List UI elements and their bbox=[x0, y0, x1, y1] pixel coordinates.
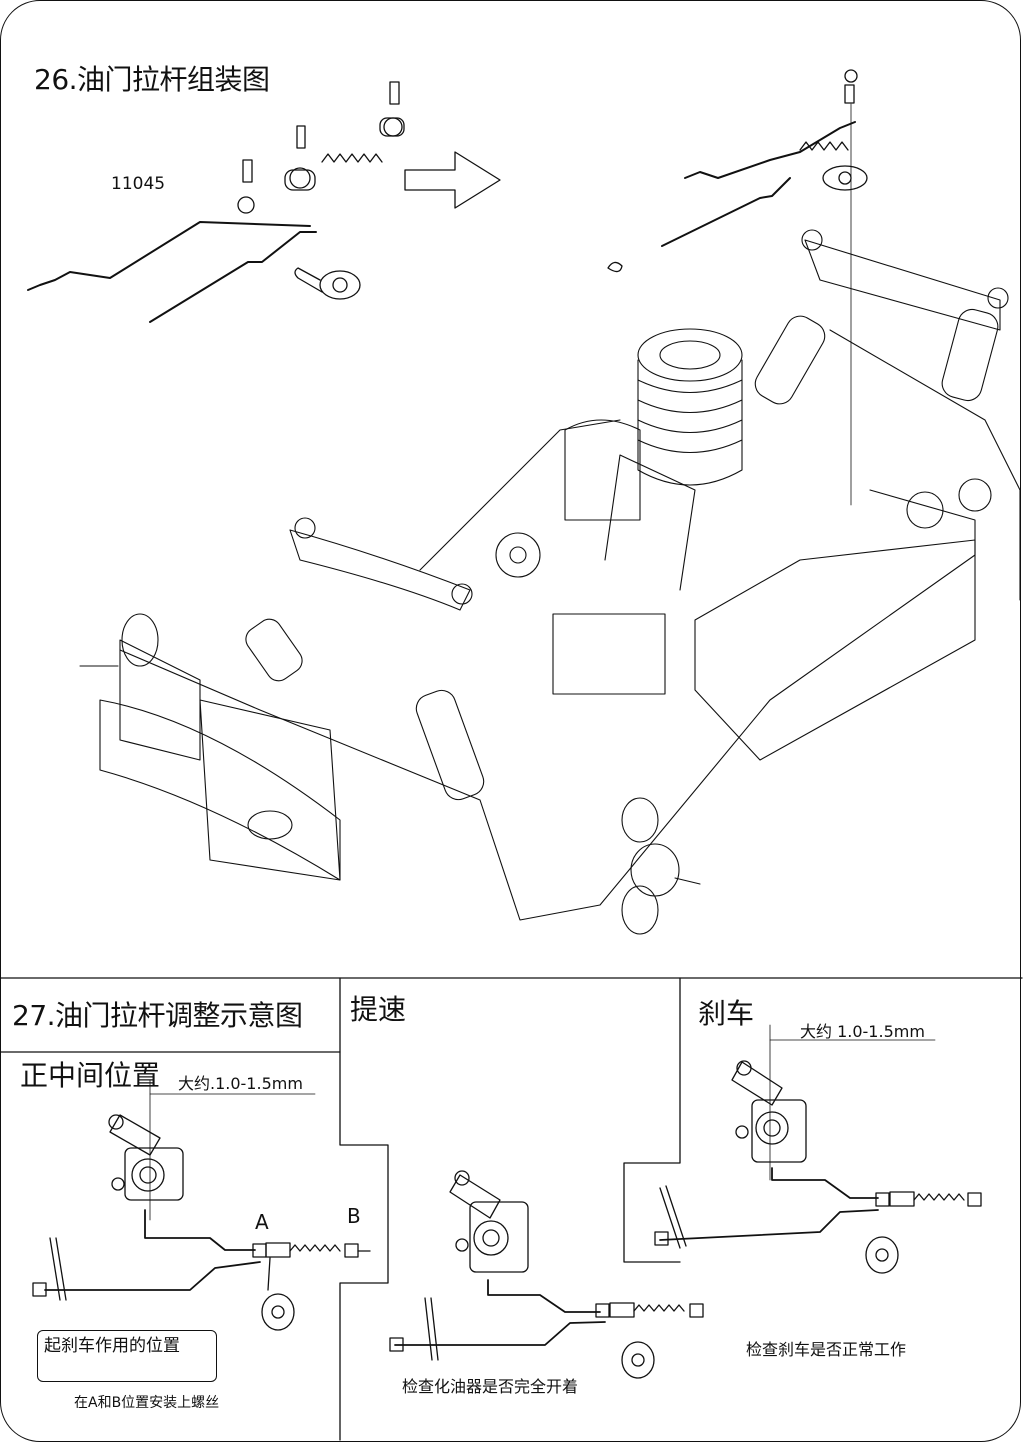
collar-1 bbox=[237, 196, 255, 214]
exploded-linkage bbox=[27, 69, 868, 506]
step26-title: 26.油门拉杆组装图 bbox=[34, 63, 270, 96]
panel-speed-drawing bbox=[389, 1170, 704, 1379]
horn-center bbox=[261, 1293, 295, 1331]
brake-position-label: 起刹车作用的位置 bbox=[44, 1336, 180, 1356]
spring-brake bbox=[913, 1193, 965, 1201]
rear-shock-tower bbox=[804, 239, 1001, 331]
fuel-tank bbox=[564, 419, 641, 521]
step27-title: 27.油门拉杆调整示意图 bbox=[12, 999, 303, 1032]
panel-center-gap: 大约.1.0-1.5mm bbox=[178, 1074, 303, 1093]
collar-2 bbox=[383, 117, 403, 137]
label-a: A bbox=[255, 1210, 269, 1234]
panel-brake-note: 检查刹车是否正常工作 bbox=[746, 1340, 907, 1359]
set-screw-3 bbox=[389, 81, 400, 105]
panel-speed-title: 提速 bbox=[350, 993, 407, 1026]
set-screw-2 bbox=[296, 125, 306, 149]
screw-note: 在A和B位置安装上螺丝 bbox=[74, 1395, 220, 1411]
brake-position-box bbox=[37, 1330, 217, 1382]
carburetor-3 bbox=[751, 1099, 807, 1163]
horn-speed bbox=[621, 1341, 655, 1379]
battery-box bbox=[694, 539, 976, 761]
spring-exploded bbox=[321, 153, 383, 163]
label-b: B bbox=[347, 1204, 361, 1228]
pivot-1 bbox=[289, 167, 311, 189]
panel-brake-title: 刹车 bbox=[698, 997, 755, 1030]
panel-center-title: 正中间位置 bbox=[20, 1059, 161, 1092]
panel-brake-drawing bbox=[654, 1024, 982, 1274]
assembly-arrow bbox=[404, 151, 501, 209]
spring-speed bbox=[633, 1304, 685, 1312]
servo-horn bbox=[319, 270, 361, 300]
part-number-label: 11045 bbox=[111, 174, 166, 194]
horn-brake bbox=[865, 1236, 899, 1274]
carburetor-1 bbox=[124, 1147, 184, 1201]
front-shock-tower bbox=[289, 529, 471, 611]
chassis-drawing bbox=[79, 229, 1021, 935]
spring-center bbox=[289, 1244, 341, 1252]
panel-center-drawing bbox=[32, 1079, 371, 1331]
engine-head bbox=[637, 328, 743, 382]
front-block bbox=[199, 699, 341, 881]
panel-brake-gap: 大约 1.0-1.5mm bbox=[800, 1022, 925, 1041]
panel-speed-note: 检查化油器是否完全开着 bbox=[402, 1377, 579, 1396]
set-screw-1 bbox=[242, 159, 253, 183]
throttle-servo bbox=[552, 613, 666, 695]
